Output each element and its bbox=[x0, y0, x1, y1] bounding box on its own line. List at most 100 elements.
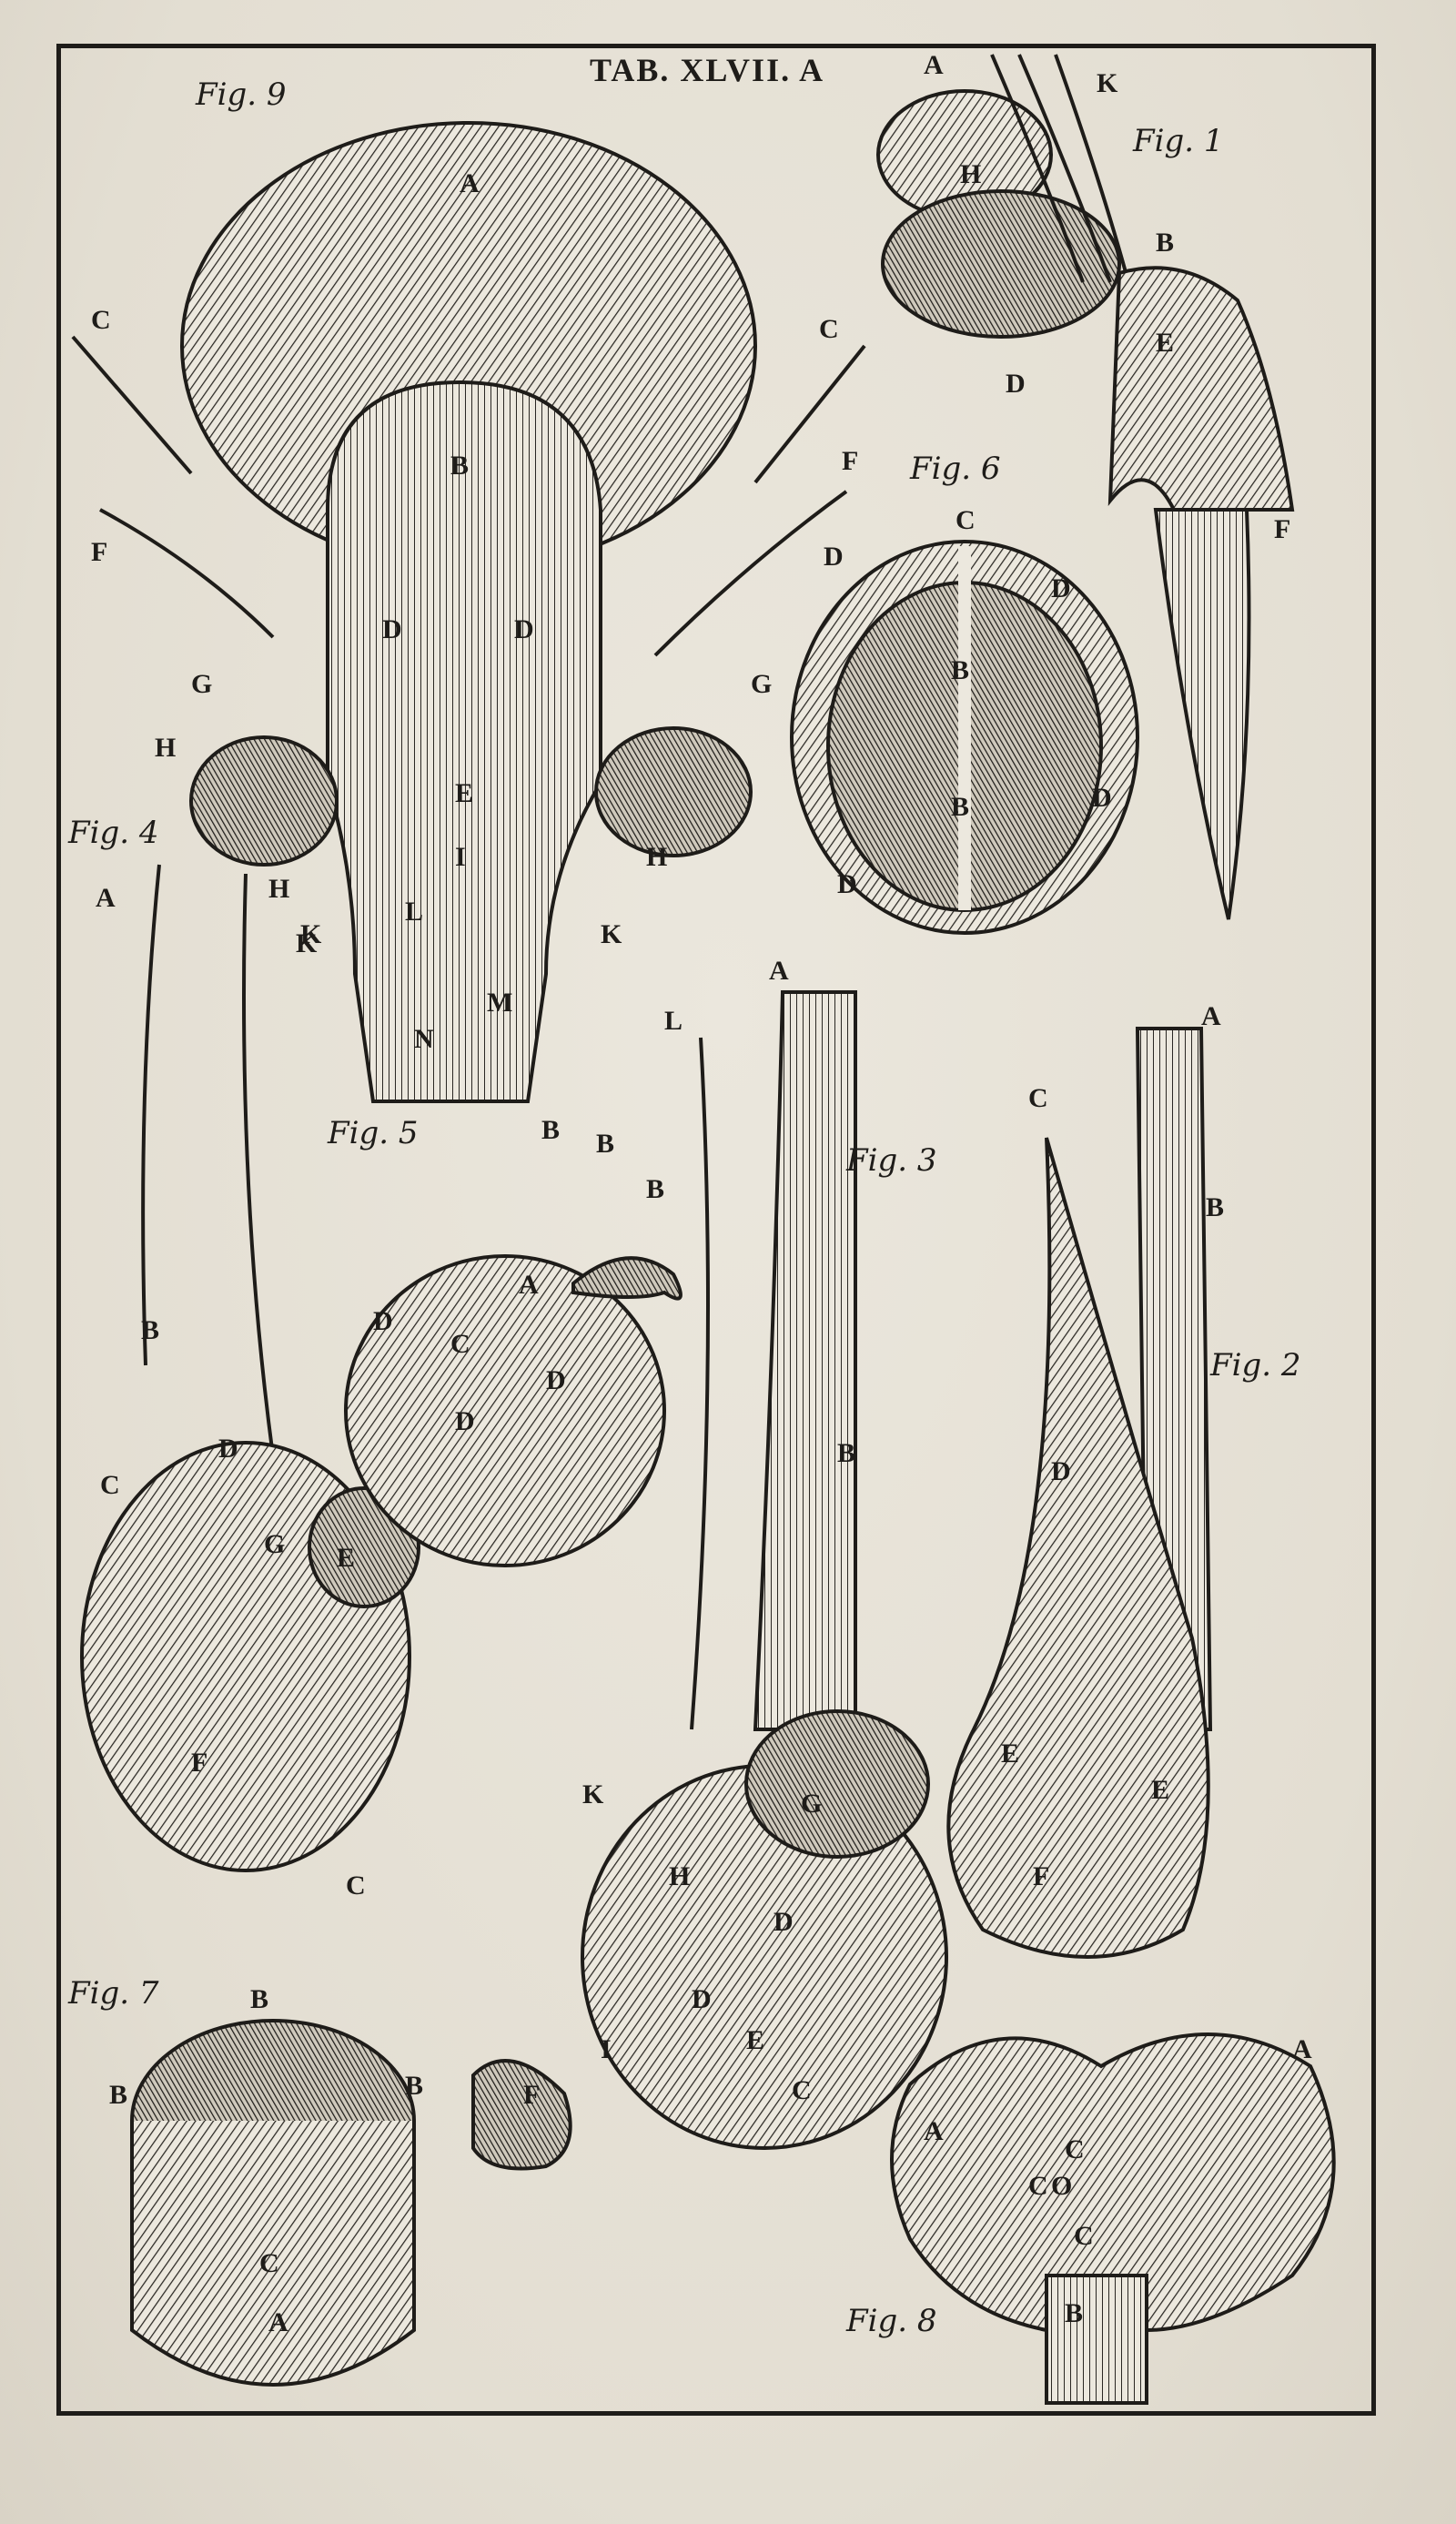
fig4-letter-d: D bbox=[218, 1434, 238, 1464]
fig3-letter-b: B bbox=[837, 1438, 856, 1468]
fig8-letter-c-3: C bbox=[1074, 2221, 1094, 2251]
fig3-letter-d-2: D bbox=[692, 1984, 712, 2014]
fig9-drawing bbox=[71, 121, 866, 1103]
fig7-drawing bbox=[130, 2019, 416, 2387]
fig2-letter-e-2: E bbox=[1151, 1775, 1170, 1805]
fig1-drawing bbox=[876, 54, 1295, 920]
fig9-letter-m: M bbox=[487, 988, 513, 1018]
fig1-letter-a: A bbox=[924, 50, 944, 80]
fig2-letter-f: F bbox=[1033, 1861, 1050, 1891]
fig9-letter-c-right: C bbox=[819, 314, 839, 344]
fig3-letter-i: I bbox=[601, 2034, 612, 2064]
fig7-letter-b-left: B bbox=[109, 2080, 128, 2110]
fig6-letter-b-1: B bbox=[951, 655, 970, 685]
fig8-letter-a-left: A bbox=[924, 2116, 944, 2146]
fig9-letter-c-left: C bbox=[91, 305, 111, 335]
fig7-label: Fig. 7 bbox=[68, 1975, 159, 2012]
fig2-drawing bbox=[946, 1027, 1213, 1959]
fig1-label: Fig. 1 bbox=[1133, 123, 1224, 159]
fig8-label: Fig. 8 bbox=[846, 2303, 937, 2339]
fig3-letter-d-1: D bbox=[774, 1907, 794, 1937]
fig3-letter-g: G bbox=[801, 1789, 823, 1819]
fig4-letter-k: K bbox=[296, 928, 318, 958]
fig9-letter-n: N bbox=[414, 1024, 434, 1054]
fig2-label: Fig. 2 bbox=[1210, 1347, 1301, 1384]
fig8-drawing bbox=[890, 2032, 1336, 2405]
fig8-letter-o: O bbox=[1051, 2171, 1073, 2201]
fig4-letter-c: C bbox=[100, 1470, 120, 1500]
fig3-drawing bbox=[471, 990, 948, 2171]
fig3-letter-f: F bbox=[523, 2080, 541, 2110]
fig4-drawing bbox=[80, 864, 420, 1872]
fig6-letter-d-4: D bbox=[837, 869, 857, 899]
fig1-letter-e: E bbox=[1156, 328, 1175, 358]
fig9-letter-h-left: H bbox=[155, 733, 177, 763]
fig5-letter-d-1: D bbox=[373, 1306, 393, 1336]
fig6-letter-b-2: B bbox=[951, 792, 970, 822]
fig3-letter-h: H bbox=[669, 1861, 691, 1891]
fig9-letter-e: E bbox=[455, 778, 474, 808]
fig3-letter-e: E bbox=[746, 2025, 765, 2055]
fig9-letter-h-right: H bbox=[646, 842, 668, 872]
fig1-letter-k: K bbox=[1097, 68, 1118, 98]
fig3-letter-a: A bbox=[769, 956, 789, 986]
fig1-letter-h: H bbox=[960, 159, 982, 189]
fig2-letter-b: B bbox=[1206, 1192, 1225, 1222]
fig4-letter-f: F bbox=[191, 1748, 208, 1778]
fig8-letter-c-1: C bbox=[1065, 2134, 1085, 2164]
fig8-letter-b: B bbox=[1065, 2298, 1084, 2328]
fig5-letter-b-1: B bbox=[541, 1115, 561, 1145]
fig2-letter-e-1: E bbox=[1001, 1738, 1020, 1769]
fig9-letter-a: A bbox=[460, 168, 480, 198]
fig9-letter-b: B bbox=[450, 451, 470, 481]
fig3-letter-k: K bbox=[582, 1779, 604, 1809]
fig7-letter-b-top: B bbox=[250, 1984, 269, 2014]
fig7-letter-a: A bbox=[268, 2307, 288, 2337]
fig1-letter-b: B bbox=[1156, 228, 1175, 258]
fig3-letter-c: C bbox=[792, 2075, 812, 2105]
fig9-letter-l: L bbox=[405, 897, 424, 927]
fig5-letter-d-2: D bbox=[546, 1365, 566, 1395]
fig6-drawing bbox=[790, 540, 1139, 935]
fig4-letter-c-2: C bbox=[346, 1870, 366, 1901]
fig9-letter-d-left: D bbox=[382, 614, 402, 644]
fig3-letter-l: L bbox=[664, 1006, 683, 1036]
fig2-letter-d: D bbox=[1051, 1456, 1071, 1486]
fig9-letter-g-left: G bbox=[191, 669, 213, 699]
fig9-letter-k-left: K bbox=[300, 919, 322, 949]
fig4-letter-h: H bbox=[268, 874, 290, 904]
fig5-drawing bbox=[344, 1254, 682, 1567]
fig4-letter-a: A bbox=[96, 883, 116, 913]
fig1-letter-d: D bbox=[1006, 369, 1026, 399]
fig9-letter-f-left: F bbox=[91, 537, 108, 567]
fig9-letter-f-right: F bbox=[842, 446, 859, 476]
fig5-letter-b-3: B bbox=[646, 1174, 665, 1204]
fig5-label: Fig. 5 bbox=[328, 1115, 419, 1151]
fig4-label: Fig. 4 bbox=[68, 815, 159, 851]
fig6-letter-d-1: D bbox=[824, 542, 844, 572]
fig1-letter-f: F bbox=[1274, 514, 1291, 544]
fig2-letter-a: A bbox=[1201, 1001, 1221, 1031]
fig6-letter-c: C bbox=[956, 505, 976, 535]
fig6-letter-d-2: D bbox=[1051, 573, 1071, 603]
fig6-letter-d-3: D bbox=[1092, 783, 1112, 813]
fig9-letter-d-right: D bbox=[514, 614, 534, 644]
fig5-letter-a: A bbox=[519, 1270, 539, 1300]
plate-frame bbox=[56, 44, 1376, 2416]
fig8-letter-c-2: C bbox=[1028, 2171, 1048, 2201]
fig4-letter-g: G bbox=[264, 1529, 286, 1559]
fig4-letter-b: B bbox=[141, 1315, 160, 1345]
fig3-label: Fig. 3 bbox=[846, 1142, 937, 1179]
fig5-letter-b-2: B bbox=[596, 1129, 615, 1159]
fig9-label: Fig. 9 bbox=[196, 76, 287, 113]
fig2-letter-c: C bbox=[1028, 1083, 1048, 1113]
plate-title: TAB. XLVII. A bbox=[590, 52, 825, 88]
fig5-letter-d-3: D bbox=[455, 1406, 475, 1436]
fig8-letter-a-right: A bbox=[1292, 2034, 1312, 2064]
fig7-letter-b-right: B bbox=[405, 2071, 424, 2101]
fig4-letter-e: E bbox=[337, 1543, 356, 1573]
fig5-letter-c: C bbox=[450, 1329, 470, 1359]
fig9-letter-i: I bbox=[455, 842, 466, 872]
fig7-letter-c: C bbox=[259, 2248, 279, 2278]
